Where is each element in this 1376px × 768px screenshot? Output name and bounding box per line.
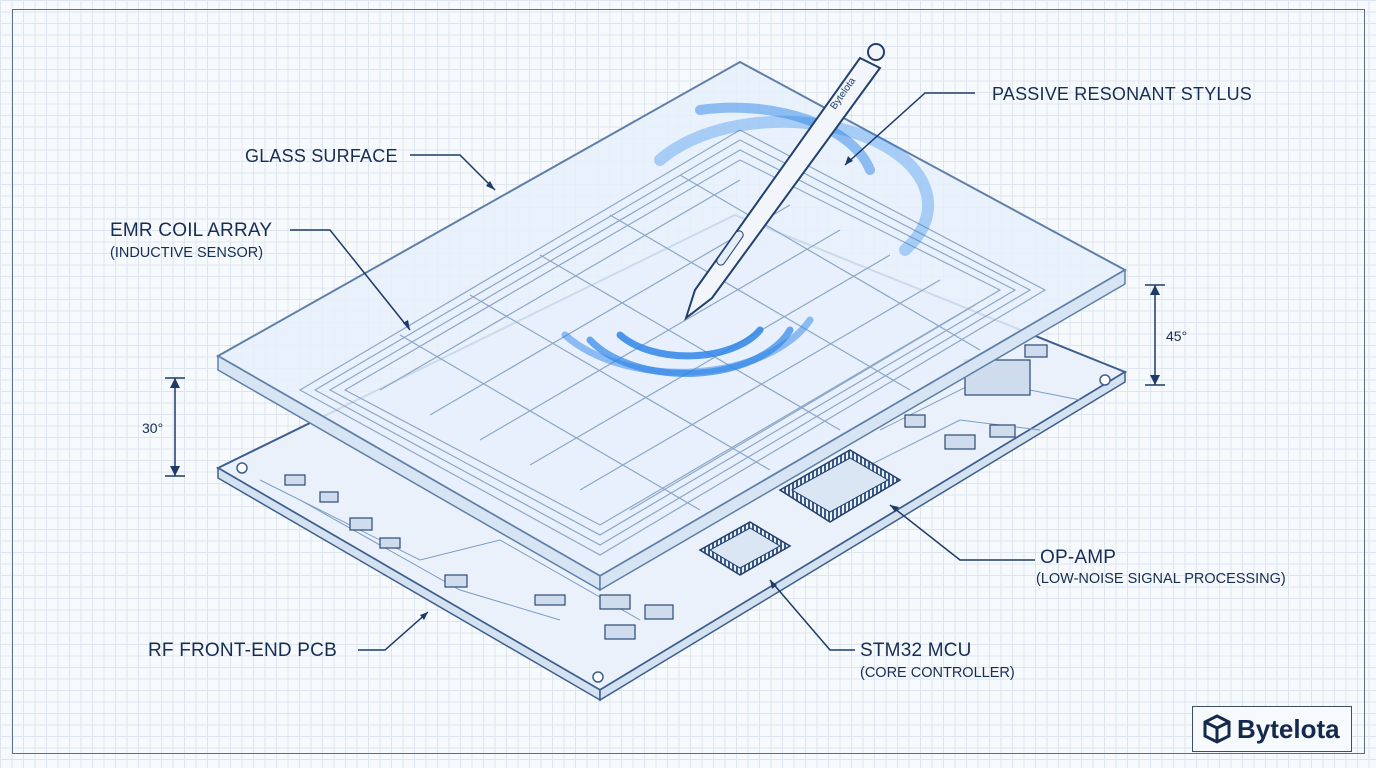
diagram-frame — [12, 9, 1365, 754]
brand-logo: Bytelota — [1192, 706, 1352, 752]
label-mcu-sub: (CORE CONTROLLER) — [860, 665, 1015, 681]
label-stylus: PASSIVE RESONANT STYLUS — [992, 84, 1253, 104]
emr-coil-array — [298, 129, 1047, 556]
em-waves — [561, 102, 935, 377]
label-coil-array-sub: (INDUCTIVE SENSOR) — [110, 245, 264, 261]
angle-right: 45° — [1166, 328, 1188, 344]
logo-text: Bytelota — [1237, 713, 1340, 744]
glass-surface — [215, 60, 1128, 592]
leader-lines — [165, 92, 1165, 651]
label-glass-surface: GLASS SURFACE — [245, 146, 398, 166]
label-pcb: RF FRONT-END PCB — [148, 640, 337, 661]
angle-left: 30° — [142, 420, 164, 436]
label-mcu: STM32 MCU — [860, 640, 972, 661]
label-op-amp-sub: (LOW-NOISE SIGNAL PROCESSING) — [1036, 571, 1286, 587]
label-coil-array: EMR COIL ARRAY — [110, 220, 273, 241]
cube-logo-icon — [1203, 714, 1231, 744]
label-op-amp: OP-AMP — [1040, 547, 1117, 568]
